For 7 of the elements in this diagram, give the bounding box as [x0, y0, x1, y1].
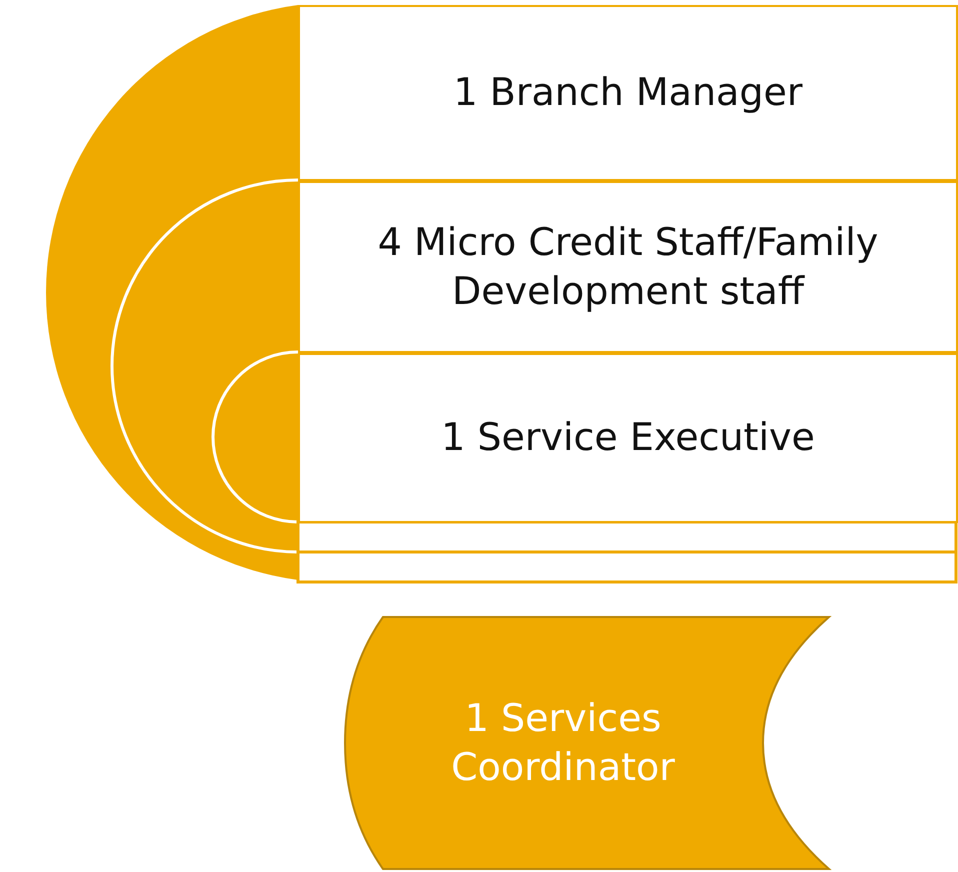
role-band: [298, 5, 958, 181]
role-label: 1 Services Coordinator: [450, 694, 676, 791]
role-band: [298, 353, 958, 523]
role-label: 4 Micro Credit Staff/Family Development staff: [376, 218, 880, 315]
role-label: 1 Branch Manager: [452, 69, 804, 116]
role-band: [298, 181, 958, 353]
role-label: 1 Service Executive: [440, 414, 816, 462]
